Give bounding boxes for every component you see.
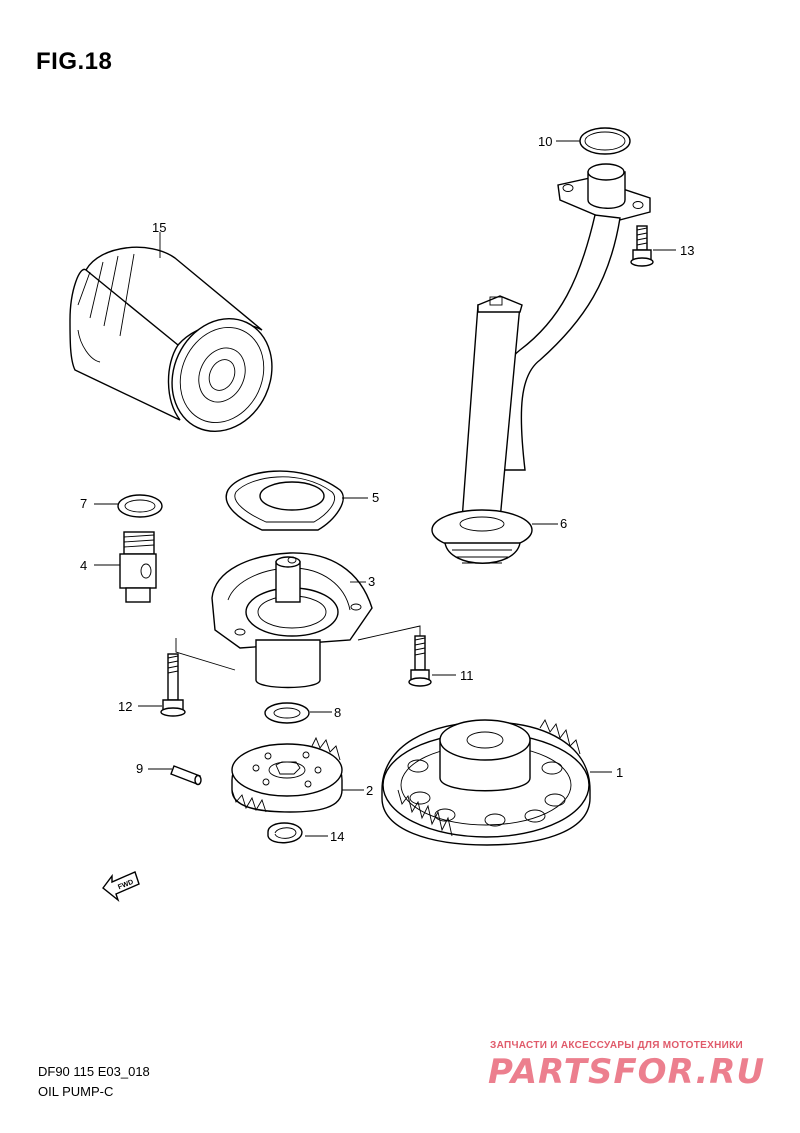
callout-1: 1 xyxy=(616,765,623,780)
figure-title: FIG.18 xyxy=(36,48,113,75)
circlip-part[interactable] xyxy=(267,822,328,844)
o-ring-part[interactable] xyxy=(556,127,631,155)
washer-8-part[interactable] xyxy=(264,702,332,724)
oil-strainer-part[interactable] xyxy=(431,163,651,564)
figure-name: OIL PUMP-C xyxy=(38,1084,114,1099)
callout-14: 14 xyxy=(330,829,344,844)
gasket-part[interactable] xyxy=(225,470,368,531)
callout-5: 5 xyxy=(372,490,379,505)
bolt-13-part[interactable] xyxy=(630,225,676,267)
outer-gear-part[interactable] xyxy=(381,719,612,846)
callout-6: 6 xyxy=(560,516,567,531)
inner-rotor-part[interactable] xyxy=(231,736,364,813)
pin-part[interactable] xyxy=(148,765,202,786)
relief-valve-part[interactable] xyxy=(94,531,157,603)
callout-15: 15 xyxy=(152,220,166,235)
fwd-arrow-icon: FWD xyxy=(102,871,140,903)
oil-filter-part[interactable] xyxy=(69,232,290,448)
bolt-11-part[interactable] xyxy=(408,635,456,687)
watermark-caption: ЗАПЧАСТИ И АКСЕССУАРЫ ДЛЯ МОТОТЕХНИКИ xyxy=(490,1040,743,1051)
watermark-logo: PARTSFOR.RU xyxy=(488,1052,766,1092)
callout-9: 9 xyxy=(136,761,143,776)
callout-4: 4 xyxy=(80,558,87,573)
callout-7: 7 xyxy=(80,496,87,511)
callout-12: 12 xyxy=(118,699,132,714)
callout-10: 10 xyxy=(538,134,552,149)
washer-7-part[interactable] xyxy=(94,494,163,518)
oil-pump-case-part[interactable] xyxy=(175,552,421,689)
callout-8: 8 xyxy=(334,705,341,720)
bolt-12-part[interactable] xyxy=(138,653,186,717)
callout-3: 3 xyxy=(368,574,375,589)
figure-code: DF90 115 E03_018 xyxy=(38,1064,150,1079)
callout-2: 2 xyxy=(366,783,373,798)
callout-13: 13 xyxy=(680,243,694,258)
callout-11: 11 xyxy=(460,668,474,683)
